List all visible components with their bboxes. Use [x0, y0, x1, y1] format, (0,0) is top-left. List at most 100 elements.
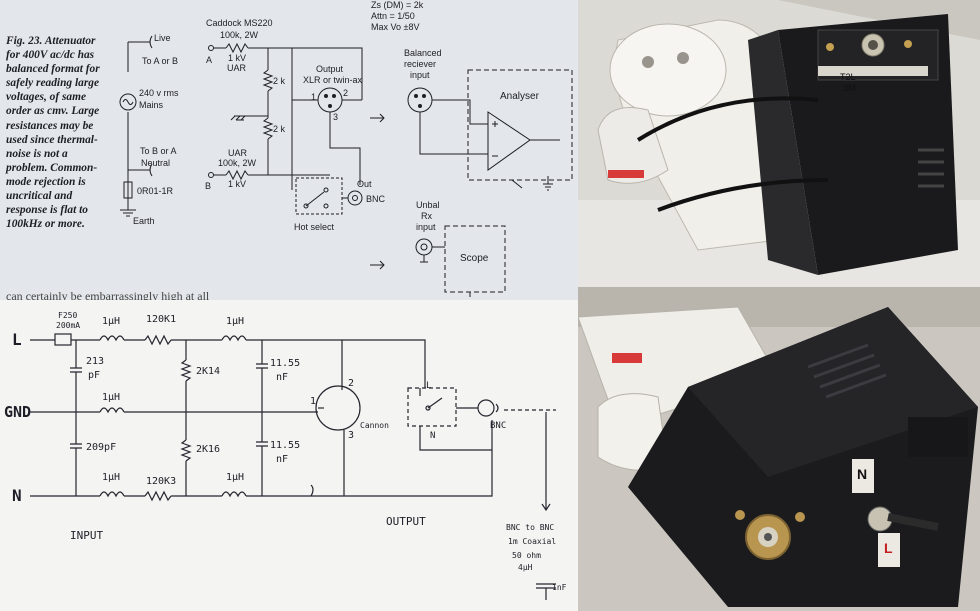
label-inductor-l4: 1µH: [226, 472, 245, 483]
label-rx: Rx: [421, 211, 432, 221]
label-cap-top-unit: pF: [88, 370, 101, 381]
label-resistor-r3: 120K3: [146, 476, 177, 487]
label-cap-right-bottom: 11.55: [270, 440, 301, 451]
box-label-t2l: T2L: [840, 72, 856, 82]
label-unbal-input: input: [416, 222, 436, 232]
page-text-fragment: can certainly be embarrassingly high at …: [6, 289, 210, 300]
label-inductor-gnd: 1µH: [102, 392, 121, 403]
printed-schematic-panel: Fig. 23. Attenuator for 400V ac/dc has b…: [0, 0, 578, 300]
badge-n: N: [857, 466, 868, 482]
label-max-vo: Max Vo ±8V: [371, 22, 420, 32]
caption-line: safely reading large: [6, 77, 100, 90]
label-line-gnd: GND: [4, 403, 32, 421]
label-sense-resistor: 0R01-1R: [137, 186, 174, 196]
caption-line: response is flat to: [6, 204, 88, 217]
label-line-l: L: [12, 330, 22, 349]
label-xlr-pin3: 3: [333, 112, 339, 122]
printed-schematic-drawing: [119, 35, 573, 297]
label-line-n: N: [12, 486, 22, 505]
label-cap-right-top: 11.55: [270, 358, 301, 369]
label-cannon-pin3: 3: [348, 430, 355, 441]
label-hot-select: Hot select: [294, 222, 335, 232]
label-fuse-current: 200mA: [56, 321, 81, 330]
label-input: input: [410, 70, 430, 80]
label-caddock: Caddock MS220: [206, 18, 273, 28]
label-2k-bottom: 2K16: [196, 444, 221, 455]
label-cannon-pin1: 1: [310, 396, 317, 407]
label-inductor-l2: 1µH: [226, 316, 245, 327]
label-2k-upper: 2 k: [273, 76, 286, 86]
label-input-b: B: [205, 181, 212, 191]
label-xlr: XLR or twin-ax: [303, 75, 363, 85]
caption-line: used since thermal-: [6, 133, 98, 146]
label-mains: Mains: [139, 100, 164, 110]
label-unbal: Unbal: [416, 200, 440, 210]
caption-line: for 400V ac/dc has: [6, 49, 95, 62]
label-output: Output: [316, 64, 344, 74]
label-source-impedance: Zs (DM) = 2k: [371, 0, 424, 10]
caption-line: noise is not a: [6, 147, 68, 160]
photo-attenuator-side-drawing: [578, 0, 980, 287]
label-bnc: BNC: [366, 194, 386, 204]
label-cannon-pin2: 2: [348, 378, 355, 389]
label-bnc: BNC: [490, 421, 507, 431]
label-out: Out: [357, 179, 372, 189]
caption-line: Fig. 23. Attenuator: [6, 35, 96, 47]
label-xlr-pin2: 2: [343, 88, 349, 98]
label-attenuation: Attn = 1/50: [371, 11, 415, 21]
label-resistor-r1: 120K1: [146, 314, 177, 325]
label-scope: Scope: [460, 253, 489, 264]
label-bottom-resistor-value: 100k, 2W: [218, 158, 257, 168]
label-cap-right-top-unit: nF: [276, 372, 289, 383]
box-label-3m: 3M: [843, 83, 856, 93]
label-top-resistor-kv: 1 kV: [228, 53, 247, 63]
handdrawn-schematic-drawing: [30, 333, 556, 600]
photo-attenuator-front-drawing: [578, 287, 980, 611]
label-bottom-resistor-uar: UAR: [228, 148, 248, 158]
figure-caption: Fig. 23. Attenuator for 400V ac/dc has b…: [6, 34, 116, 231]
label-output: OUTPUT: [386, 515, 426, 528]
label-top-resistor-uar: UAR: [227, 63, 247, 73]
caption-line: mode rejection is: [6, 175, 86, 188]
label-top-resistor-value: 100k, 2W: [220, 30, 259, 40]
label-2k-lower: 2 k: [273, 124, 286, 134]
label-live: Live: [154, 33, 171, 43]
label-earth: Earth: [133, 216, 155, 226]
label-bottom-resistor-kv: 1 kV: [228, 179, 247, 189]
label-mains-voltage: 240 v rms: [139, 88, 179, 98]
label-input: INPUT: [70, 529, 104, 542]
badge-l: L: [884, 540, 893, 556]
label-switch-l: L: [426, 381, 432, 391]
photo-attenuator-front: N L: [578, 287, 980, 611]
label-xlr-pin1: 1: [311, 92, 317, 102]
caption-line: uncritical and: [6, 190, 73, 203]
label-cap-right-bottom-unit: nF: [276, 454, 289, 465]
label-fuse-rating: F250: [58, 311, 78, 320]
label-neutral: Neutral: [141, 158, 171, 168]
note-capacitance: 1nF: [552, 583, 567, 592]
note-coaxial: 1m Coaxial: [508, 537, 557, 546]
label-cap-bottom: 209pF: [86, 442, 117, 453]
label-cap-top: 213: [86, 356, 105, 367]
label-reciever: reciever: [404, 59, 437, 69]
label-switch-n: N: [430, 431, 436, 441]
label-analyser: Analyser: [500, 91, 539, 102]
photo-attenuator-side: T2L 3M: [578, 0, 980, 287]
caption-line: balanced format for: [6, 63, 100, 76]
handdrawn-schematic-panel: L GND N F250 200mA 1µH 120K1 1µH 213 pF …: [0, 300, 578, 611]
label-to-a-or-b: To A or B: [142, 56, 179, 66]
caption-line: order as cmv. Large: [6, 105, 100, 118]
caption-line: voltages, of same: [6, 91, 87, 104]
label-2k-top: 2K14: [196, 366, 221, 377]
note-50-ohm: 50 ohm: [512, 551, 541, 560]
label-cannon: Cannon: [360, 421, 389, 430]
caption-line: resistances may be: [6, 119, 94, 132]
label-input-a: A: [206, 55, 213, 65]
label-inductor-l3: 1µH: [102, 472, 121, 483]
label-balanced: Balanced: [404, 48, 442, 58]
note-bnc-to-bnc: BNC to BNC: [506, 523, 555, 532]
label-to-b-or-a: To B or A: [140, 146, 177, 156]
note-inductance: 4µH: [518, 563, 533, 572]
caption-line: problem. Common-: [6, 161, 98, 174]
label-inductor-l1: 1µH: [102, 316, 121, 327]
